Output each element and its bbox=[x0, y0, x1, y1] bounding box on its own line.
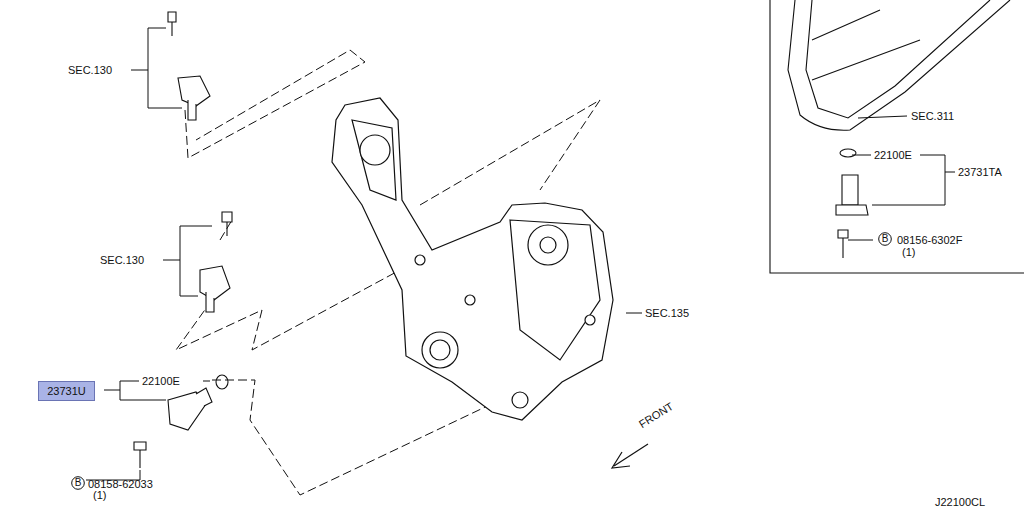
bolt-marker: B bbox=[71, 476, 85, 490]
bolt-marker: B bbox=[878, 232, 892, 246]
figure-code: J22100CL bbox=[935, 495, 985, 509]
part-label: (1) bbox=[902, 245, 915, 259]
part-label: SEC.311 bbox=[911, 109, 954, 123]
bolt-code: B bbox=[882, 232, 889, 246]
marker-outline bbox=[879, 233, 892, 246]
inset-panel bbox=[770, 0, 1024, 273]
part-number-box: 23731U bbox=[38, 381, 95, 401]
part-label: FRONT bbox=[636, 399, 676, 431]
marker-outline bbox=[72, 477, 85, 490]
front-arrow bbox=[612, 444, 648, 468]
part-label: (1) bbox=[93, 488, 106, 502]
part-label: 23731TA bbox=[958, 165, 1002, 179]
part-label: 08158-62033 bbox=[88, 477, 153, 491]
part-label: 22100E bbox=[874, 148, 912, 162]
part-label: 08156-6302F bbox=[897, 233, 962, 247]
part-label: 22100E bbox=[142, 374, 180, 388]
part-label: SEC.135 bbox=[645, 306, 689, 320]
part-label: SEC.130 bbox=[68, 63, 112, 77]
front-cover bbox=[332, 98, 613, 420]
part-number: 23731U bbox=[47, 384, 86, 398]
part-label: SEC.130 bbox=[100, 253, 144, 267]
sensor-parts bbox=[134, 12, 232, 468]
bolt-code: B bbox=[75, 476, 82, 490]
leader-lines bbox=[86, 28, 955, 480]
